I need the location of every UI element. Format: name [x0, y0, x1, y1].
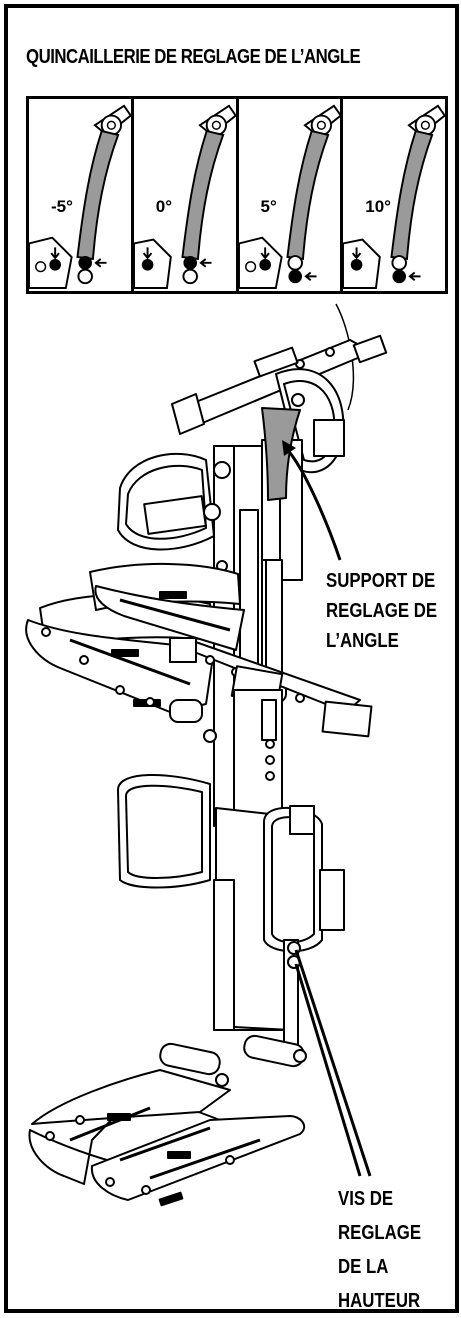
angle-detail-icon: [343, 104, 445, 289]
angle-label: 10°: [365, 197, 391, 216]
angle-detail-icon: [29, 104, 131, 289]
callout-line: HAUTEUR: [338, 1290, 421, 1312]
callout-line: SUPPORT DE: [326, 570, 436, 592]
angle-panel-minus-5: -5°: [29, 99, 134, 291]
angle-detail-icon: [238, 104, 341, 289]
angle-panel-5: 5°: [238, 99, 344, 291]
angle-panel-10: 10°: [343, 99, 445, 291]
callout-line: REGLAGE DE: [326, 600, 438, 622]
page-frame: [4, 4, 459, 1313]
angle-label: -5°: [51, 197, 73, 216]
callout-line: DE LA: [338, 1256, 389, 1278]
height-screw-callout: VIS DE REGLAGE DE LA HAUTEUR: [338, 1182, 421, 1318]
angle-panel-strip: -5° 0° 5°: [26, 96, 448, 294]
angle-bracket-callout: SUPPORT DE REGLAGE DE L’ANGLE: [326, 566, 437, 656]
callout-line: L’ANGLE: [326, 630, 399, 652]
page-title: QUINCAILLERIE DE REGLAGE DE L’ANGLE: [26, 46, 361, 68]
callout-line: VIS DE: [338, 1188, 394, 1210]
angle-detail-icon: [133, 104, 236, 289]
callout-line: REGLAGE: [338, 1222, 422, 1244]
angle-label: 0°: [155, 197, 173, 216]
angle-panel-0: 0°: [133, 99, 239, 291]
angle-label: 5°: [260, 197, 277, 216]
